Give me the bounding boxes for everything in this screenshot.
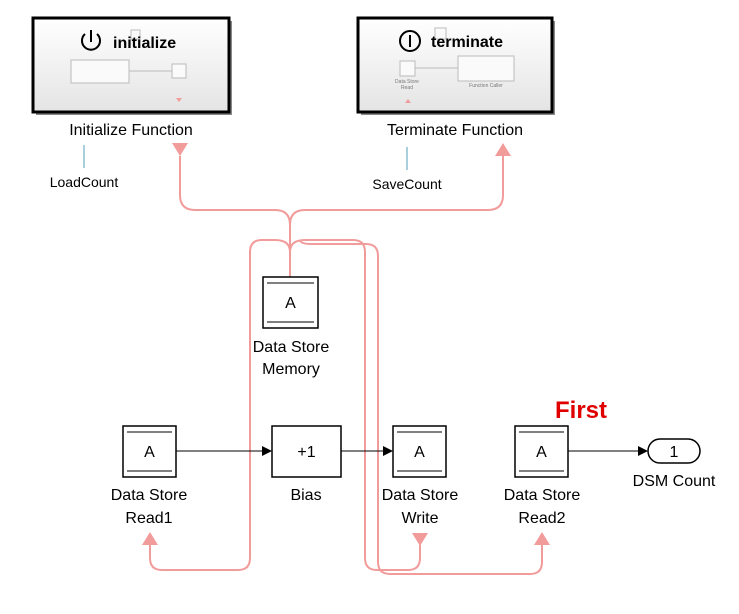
save-count-note: SaveCount bbox=[372, 176, 441, 192]
memory-label: Memory bbox=[262, 361, 320, 378]
first-annotation: First bbox=[555, 397, 607, 424]
link-arrow-icon bbox=[142, 532, 158, 545]
inner-read-label: Data Store bbox=[395, 79, 419, 85]
block-symbol: A bbox=[414, 444, 425, 461]
data-store-read2-block[interactable]: A bbox=[514, 425, 569, 478]
terminate-title: terminate bbox=[431, 34, 503, 51]
trigger-arrow-icon bbox=[172, 143, 188, 156]
read2-label: Data Store bbox=[504, 487, 581, 504]
outport-label: DSM Count bbox=[633, 473, 716, 490]
load-count-note: LoadCount bbox=[50, 174, 119, 190]
initialize-function-label: Initialize Function bbox=[69, 122, 193, 139]
terminate-function-block[interactable]: terminate Data Store Read Function Calle… bbox=[356, 16, 555, 115]
block-symbol: A bbox=[536, 444, 547, 461]
initialize-function-block[interactable]: initialize bbox=[31, 16, 232, 115]
link-arrow-icon bbox=[534, 532, 550, 545]
terminate-icon bbox=[399, 30, 421, 52]
inner-read-label: Read bbox=[401, 85, 413, 91]
block-symbol: +1 bbox=[297, 444, 315, 461]
bias-label: Bias bbox=[290, 487, 321, 504]
block-symbol: A bbox=[144, 444, 155, 461]
port-number: 1 bbox=[670, 444, 679, 461]
initialize-title: initialize bbox=[113, 35, 176, 52]
terminate-function-label: Terminate Function bbox=[387, 122, 523, 139]
trigger-arrow-icon bbox=[495, 143, 511, 156]
write-label: Write bbox=[401, 510, 438, 527]
read2-label: Read2 bbox=[518, 510, 565, 527]
block-symbol: A bbox=[285, 295, 296, 312]
data-store-write-block[interactable]: A bbox=[392, 425, 447, 478]
read1-label: Data Store bbox=[111, 487, 188, 504]
data-store-links bbox=[142, 143, 550, 575]
link-arrow-icon bbox=[412, 533, 428, 546]
write-label: Data Store bbox=[382, 487, 459, 504]
power-icon bbox=[81, 30, 101, 51]
data-store-read1-block[interactable]: A bbox=[122, 425, 177, 478]
bias-block[interactable]: +1 bbox=[271, 425, 342, 478]
inner-caller-label: Function Caller bbox=[469, 83, 503, 89]
data-store-memory-block[interactable]: A bbox=[262, 276, 319, 329]
outport-block[interactable]: 1 bbox=[647, 438, 701, 464]
read1-label: Read1 bbox=[125, 510, 172, 527]
memory-label: Data Store bbox=[253, 339, 330, 356]
